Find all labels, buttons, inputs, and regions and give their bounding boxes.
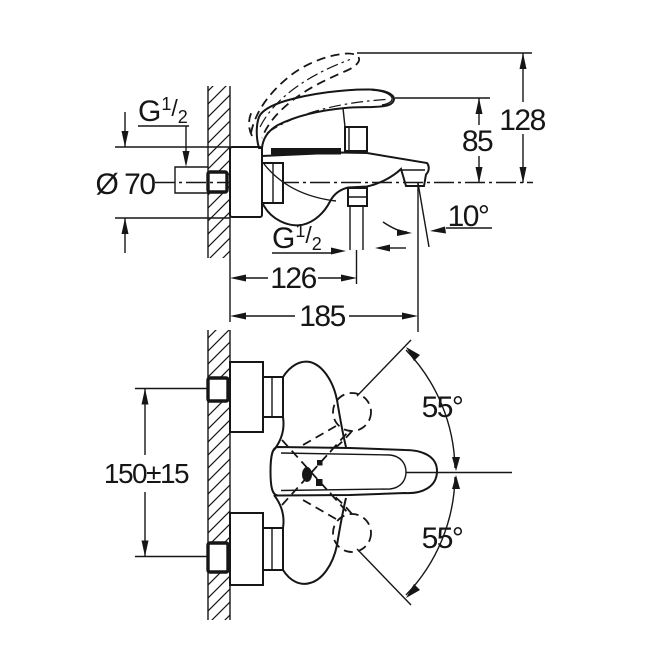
dim-spout-height: 85	[462, 98, 494, 183]
svg-text:10°: 10°	[448, 200, 489, 233]
wall-hatch-front	[208, 330, 230, 620]
dim-spout-projection: 185	[230, 300, 418, 333]
dim-outlet-projection: 126	[230, 262, 357, 295]
logo-dot-upper	[317, 460, 323, 466]
faucet-body-front	[273, 360, 347, 585]
svg-text:128: 128	[499, 104, 545, 137]
svg-text:150±15: 150±15	[104, 458, 189, 489]
svg-text:185: 185	[299, 300, 345, 333]
dim-total-height: 128	[499, 53, 547, 183]
shower-outlet	[347, 187, 368, 284]
escutcheon-side	[229, 146, 263, 218]
dim-spout-angle: 10°	[382, 182, 492, 332]
faucet-body-side	[261, 107, 430, 227]
svg-text:G1/2: G1/2	[138, 94, 188, 128]
wall-section-side	[207, 86, 231, 322]
front-view-drawing: 55° 55° 150±15	[104, 330, 512, 620]
dim-wall-thread: G1/2	[138, 94, 190, 167]
svg-text:126: 126	[270, 262, 316, 295]
dim-outlet-thread: G1/2	[272, 221, 406, 255]
handle-lever-raised-dashed	[248, 52, 360, 139]
svg-text:Ø 70: Ø 70	[95, 168, 155, 201]
dim-swivel-upper: 55°	[422, 391, 463, 424]
side-view-drawing: G1/2 Ø 70 128	[95, 52, 547, 333]
s-union-side	[174, 166, 229, 194]
dim-swivel-lower: 55°	[422, 522, 463, 555]
diverter-knob	[344, 126, 368, 152]
mounting-bottom	[206, 512, 284, 586]
handle-indicator-dot	[302, 467, 312, 482]
dim-mounting-distance: 150±15	[104, 387, 208, 558]
handle-lever-side	[255, 88, 395, 149]
body-contour-line	[263, 163, 337, 202]
svg-text:85: 85	[462, 125, 493, 158]
wall-section-front	[207, 330, 231, 620]
svg-text:G1/2: G1/2	[272, 221, 322, 255]
handle-swivel-construction	[281, 339, 412, 606]
dim-escutcheon-diameter: Ø 70	[95, 112, 230, 253]
dim-swivel-arc: 55° 55°	[405, 347, 464, 598]
logo-dot-lower	[316, 479, 323, 486]
handle-gap-band	[271, 148, 341, 155]
mounting-top	[206, 361, 284, 433]
